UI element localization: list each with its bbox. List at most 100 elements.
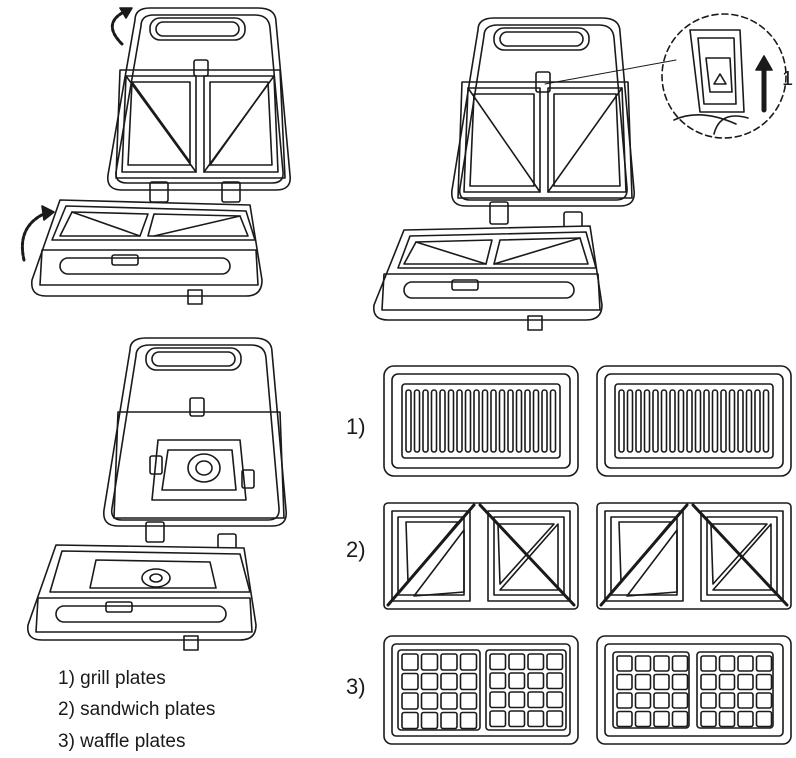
- waffle-cell: [527, 653, 545, 671]
- waffle-cell: [616, 710, 633, 728]
- waffle-cell: [489, 672, 507, 690]
- waffle-cell: [508, 653, 526, 671]
- waffle-cell: [634, 692, 652, 709]
- grill-rib: [711, 389, 719, 453]
- waffle-cell: [459, 672, 478, 691]
- waffle-cell: [527, 710, 545, 728]
- waffle-cell: [737, 655, 754, 672]
- grill-rib: [660, 389, 668, 453]
- waffle-cell: [401, 711, 419, 730]
- grill-rib: [643, 389, 651, 453]
- waffle-cell: [420, 692, 439, 710]
- grill-rib: [626, 389, 634, 453]
- waffle-cell: [700, 710, 717, 728]
- row-number-sandwich: 2): [346, 537, 366, 562]
- grill-rib: [524, 389, 531, 453]
- waffle-cell: [755, 692, 773, 709]
- waffle-cell: [440, 672, 458, 691]
- grill-rib: [464, 389, 472, 453]
- grill-plates: [383, 365, 792, 477]
- waffle-cell: [616, 673, 633, 691]
- waffle-cell: [653, 710, 670, 728]
- waffle-cell: [737, 710, 754, 728]
- grill-rib: [720, 389, 727, 453]
- row-number-waffle: 3): [346, 674, 366, 699]
- grill-rib: [473, 389, 480, 453]
- grill-rib: [481, 389, 489, 453]
- waffle-cell: [671, 673, 689, 691]
- appliance-plates-removed: [26, 337, 288, 651]
- grill-rib: [728, 389, 736, 453]
- waffle-cell: [718, 692, 736, 709]
- waffle-cell: [401, 692, 419, 710]
- waffle-cell: [700, 673, 717, 691]
- waffle-cell: [634, 655, 652, 672]
- legend-sandwich: 2) sandwich plates: [58, 699, 216, 720]
- grill-rib: [694, 389, 702, 453]
- grill-rib: [703, 389, 710, 453]
- waffle-cell: [671, 655, 689, 672]
- grill-rib: [652, 389, 659, 453]
- grill-rib: [754, 389, 761, 453]
- grill-rib: [430, 389, 438, 453]
- grill-rib: [413, 389, 421, 453]
- waffle-cell: [737, 673, 754, 691]
- waffle-cell: [671, 710, 689, 728]
- grill-rib: [635, 389, 642, 453]
- waffle-cell: [546, 710, 564, 728]
- waffle-cell: [653, 673, 670, 691]
- legend-waffle: 3) waffle plates: [58, 731, 186, 752]
- waffle-cell: [459, 653, 478, 671]
- waffle-cell: [755, 673, 773, 691]
- appliance-open-sandwich: [20, 7, 292, 305]
- waffle-cell: [489, 653, 507, 671]
- grill-rib: [532, 389, 540, 453]
- waffle-cell: [718, 673, 736, 691]
- waffle-plates: [383, 635, 792, 745]
- waffle-cell: [508, 691, 526, 709]
- grill-rib: [507, 389, 514, 453]
- waffle-cell: [440, 653, 458, 671]
- waffle-cell: [401, 672, 419, 691]
- row-number-grill: 1): [346, 414, 366, 439]
- grill-rib: [745, 389, 753, 453]
- waffle-cell: [653, 692, 670, 709]
- grill-rib: [515, 389, 523, 453]
- waffle-cell: [508, 710, 526, 728]
- waffle-cell: [755, 710, 773, 728]
- waffle-cell: [616, 692, 633, 709]
- waffle-cell: [459, 692, 478, 710]
- waffle-cell: [459, 711, 478, 730]
- grill-rib: [677, 389, 685, 453]
- waffle-cell: [634, 710, 652, 728]
- waffle-cell: [489, 710, 507, 728]
- waffle-cell: [671, 692, 689, 709]
- grill-rib: [618, 389, 625, 453]
- grill-rib: [549, 389, 557, 453]
- waffle-cell: [508, 672, 526, 690]
- sandwich-plates: [383, 502, 792, 610]
- waffle-cell: [527, 672, 545, 690]
- waffle-cell: [546, 653, 564, 671]
- grill-rib: [686, 389, 693, 453]
- waffle-cell: [546, 691, 564, 709]
- waffle-cell: [546, 672, 564, 690]
- waffle-cell: [440, 711, 458, 730]
- grill-rib: [737, 389, 744, 453]
- waffle-cell: [489, 691, 507, 709]
- grill-rib: [490, 389, 497, 453]
- callout-label: 1: [782, 68, 794, 90]
- waffle-cell: [718, 655, 736, 672]
- waffle-cell: [700, 692, 717, 709]
- waffle-cell: [616, 655, 633, 672]
- waffle-cell: [653, 655, 670, 672]
- grill-rib: [456, 389, 463, 453]
- waffle-cell: [755, 655, 773, 672]
- waffle-cell: [634, 673, 652, 691]
- grill-rib: [669, 389, 676, 453]
- triangle-icon: [713, 73, 727, 85]
- waffle-cell: [420, 711, 439, 730]
- grill-rib: [422, 389, 429, 453]
- grill-rib: [541, 389, 548, 453]
